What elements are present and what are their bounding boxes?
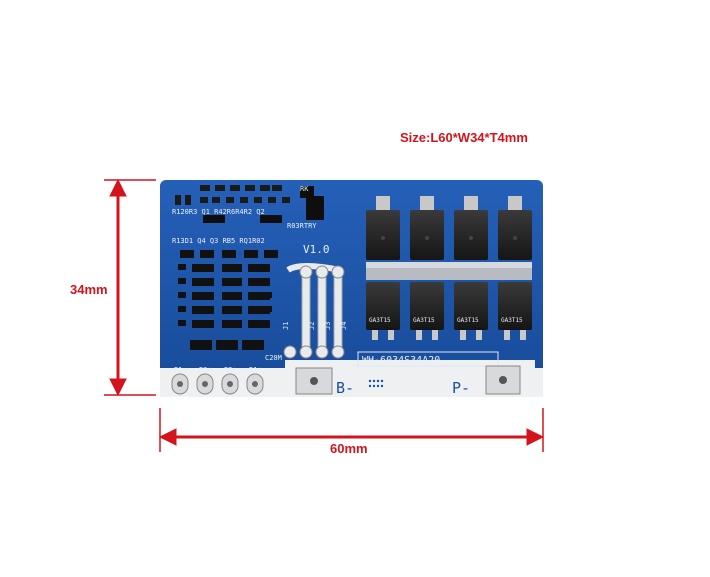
silk-pad-2: B3+ [199, 366, 212, 374]
silk-c-label: C20M [265, 354, 282, 362]
cell-pad-b2-plus [221, 373, 239, 395]
smd-components-top [175, 185, 324, 223]
silk-pad-4: B1+ [249, 366, 262, 374]
silk-pad-3: B2+ [224, 366, 237, 374]
bms-board: R120R3 Q1 R42R6R4R2 Q2 RK R03RTRY R13D1 … [160, 180, 543, 397]
dot-grid [368, 379, 384, 388]
silk-pad-1: B1- [174, 366, 187, 374]
model-box [357, 351, 499, 367]
cell-pad-b1-minus [171, 373, 189, 395]
mosfet-code-2: GA3T15 [413, 317, 435, 324]
silk-j4: J4 [340, 322, 348, 330]
silk-j3: J3 [324, 322, 332, 330]
label-p-minus: P- [452, 379, 470, 397]
mosfet-row-top [366, 196, 532, 260]
silk-rk: RK [300, 185, 309, 193]
silk-row2-labels: R13D1 Q4 Q3 RB5 RQ1R02 [172, 237, 265, 245]
silk-j2: J2 [308, 322, 316, 330]
mosfet-code-4: GA3T15 [501, 317, 523, 324]
length-dimension-arrow [158, 408, 545, 452]
mosfet-code-1: GA3T15 [369, 317, 391, 324]
width-dimension-label: 34mm [70, 282, 108, 297]
length-dimension-label: 60mm [330, 441, 368, 456]
cell-pad-b1-plus [246, 373, 264, 395]
width-dimension-arrow [104, 178, 156, 397]
b-minus-pad [295, 367, 333, 395]
silk-model: WH-6034S34A20 [362, 355, 440, 366]
silk-j1: J1 [282, 322, 290, 330]
silk-top-labels: R120R3 Q1 R42R6R4R2 Q2 [172, 208, 265, 216]
cell-pads [171, 373, 264, 395]
silk-r03: R03RTRY [287, 222, 317, 230]
p-minus-pad [485, 365, 521, 395]
silk-version: V1.0 [303, 243, 330, 256]
size-label: Size:L60*W34*T4mm [400, 130, 528, 145]
smd-components-left [178, 250, 278, 350]
jumper-wires [283, 263, 345, 359]
label-b-minus: B- [336, 379, 354, 397]
mosfet-row-bottom [366, 282, 532, 340]
cell-pad-b3-plus [196, 373, 214, 395]
mosfet-code-3: GA3T15 [457, 317, 479, 324]
